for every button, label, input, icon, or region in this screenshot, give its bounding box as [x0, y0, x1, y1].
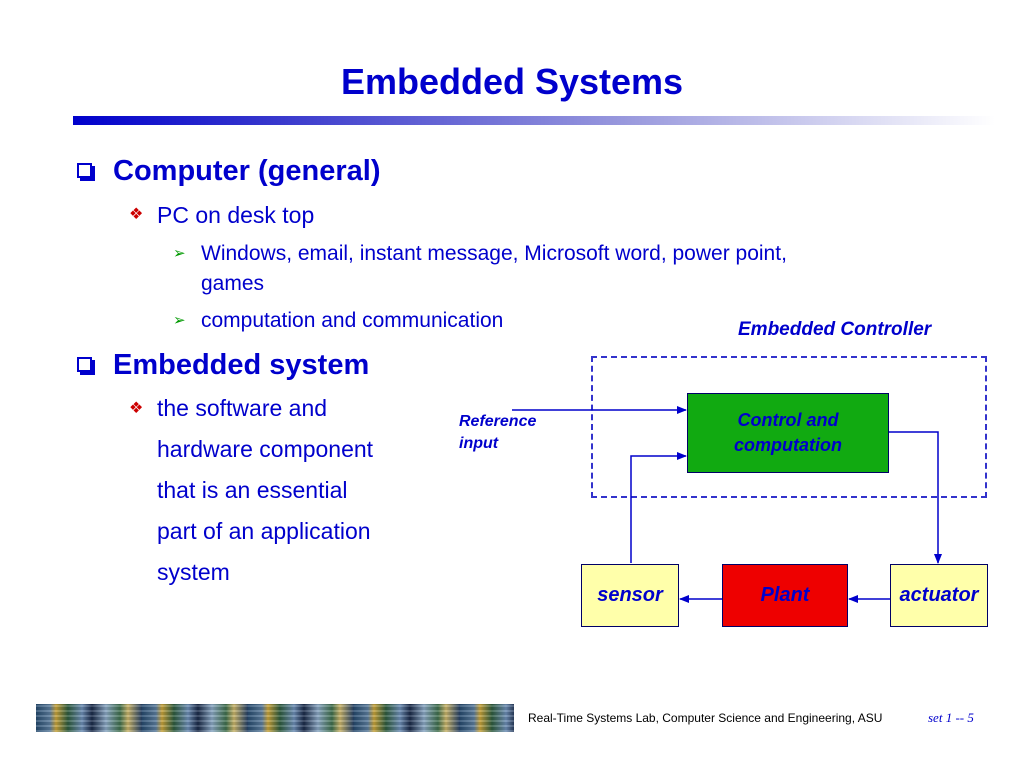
definition-line: the software and — [157, 395, 328, 421]
arrowhead-bullet-icon: ➢ — [173, 245, 186, 262]
sensor-feedback-arrow — [630, 452, 687, 563]
bullet-pc-label: PC on desk top — [157, 202, 315, 228]
bullet-embedded-system: Embedded system — [77, 347, 370, 383]
sensor-box: sensor — [581, 564, 679, 627]
square-bullet-icon — [77, 357, 92, 372]
reference-input-label: Reference input — [459, 411, 536, 455]
footer-lab-text: Real-Time Systems Lab, Computer Science … — [528, 711, 883, 725]
embedded-controller-boundary — [591, 356, 987, 498]
bullet-windows-line2: games — [201, 272, 265, 295]
bullet-windows-line1: Windows, email, instant message, Microso… — [201, 242, 787, 265]
control-to-actuator-arrow — [889, 431, 942, 564]
footer-image-strip — [36, 704, 514, 732]
control-computation-box: Control and computation — [687, 393, 889, 473]
plant-box: Plant — [722, 564, 848, 627]
diamond-bullet-icon: ❖ — [129, 400, 144, 417]
embedded-controller-label: Embedded Controller — [738, 319, 932, 340]
actuator-box: actuator — [890, 564, 988, 627]
reference-input-line1: Reference — [459, 413, 537, 430]
bullet-computer-heading: Computer (general) — [113, 155, 381, 187]
reference-input-line2: input — [459, 435, 499, 452]
bullet-windows-email: ➢ Windows, email, instant message, Micro… — [173, 239, 961, 299]
bullet-computation: ➢ computation and communication — [173, 306, 504, 336]
square-bullet-icon — [77, 163, 92, 178]
definition-line: system — [157, 559, 230, 585]
bullet-embedded-heading: Embedded system — [113, 349, 370, 381]
bullet-computer-general: Computer (general) — [77, 153, 381, 189]
bullet-embedded-definition: ❖ the software and hardware component th… — [129, 388, 374, 593]
slide-title: Embedded Systems — [340, 61, 684, 102]
control-line1: Control and — [737, 410, 839, 430]
definition-line: part of an application — [157, 518, 371, 544]
arrowhead-bullet-icon: ➢ — [173, 312, 186, 329]
title-underline-bar — [73, 116, 995, 125]
definition-line: hardware component — [157, 436, 374, 462]
slide-number: set 1 -- 5 — [928, 710, 974, 725]
definition-line: that is an essential — [157, 477, 348, 503]
bullet-pc-desktop: ❖ PC on desk top — [129, 200, 315, 230]
diamond-bullet-icon: ❖ — [129, 206, 144, 223]
bullet-computation-label: computation and communication — [201, 309, 504, 332]
control-line2: computation — [734, 435, 842, 455]
